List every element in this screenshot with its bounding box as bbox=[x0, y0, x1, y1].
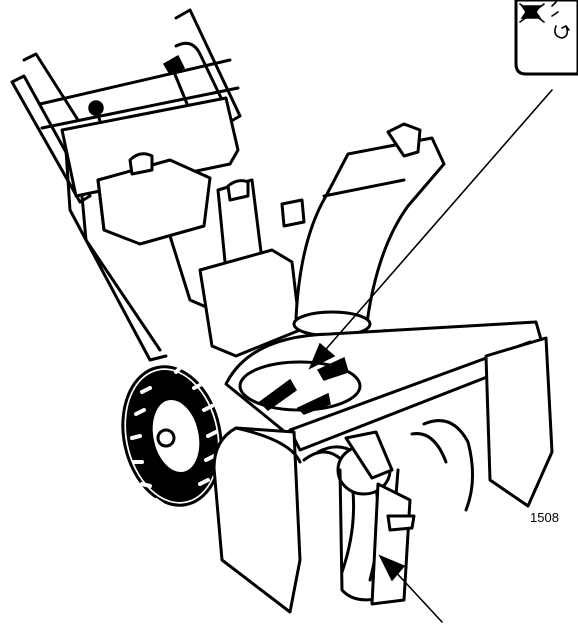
impeller bbox=[238, 356, 362, 415]
augers bbox=[302, 419, 475, 606]
pointer-arrow-icon bbox=[378, 554, 443, 623]
dash-panel bbox=[60, 96, 240, 362]
tire bbox=[121, 364, 223, 507]
pointer-arrow-icon bbox=[308, 89, 553, 370]
safety-decal-icon bbox=[514, 0, 578, 76]
figure-number: 1508 bbox=[530, 510, 559, 525]
handlebars bbox=[10, 8, 242, 204]
